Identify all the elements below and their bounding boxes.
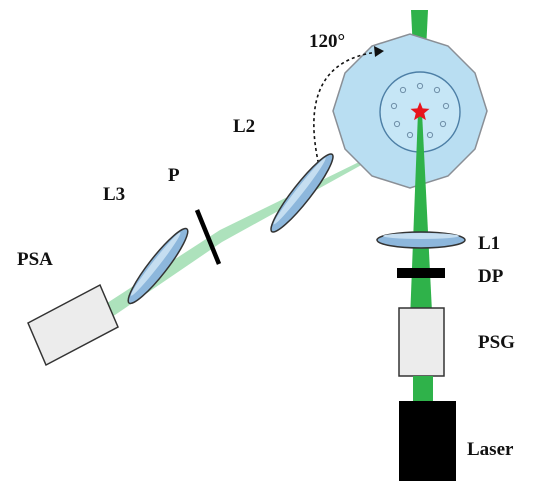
diaphragm-dp [397, 268, 445, 278]
rotation-arrow-icon [313, 51, 379, 171]
polarizer-p [194, 209, 222, 265]
lens-l1-highlight [383, 233, 459, 239]
sample-holder-holes [390, 82, 450, 139]
label-l3: L3 [103, 184, 125, 205]
psa-box [27, 283, 119, 367]
rotation-angle-label: 120° [309, 31, 345, 52]
label-l2: L2 [233, 116, 255, 137]
scattered-beam [104, 112, 420, 317]
label-p: P [168, 165, 180, 186]
label-psa: PSA [17, 249, 53, 270]
lens-l2 [270, 153, 334, 233]
label-psg: PSG [478, 332, 515, 353]
label-laser: Laser [467, 439, 514, 460]
rotation-arrowhead-top [374, 46, 384, 57]
laser-source [399, 401, 456, 481]
label-dp: DP [478, 266, 504, 287]
laser-beam-segment [413, 376, 433, 402]
label-l1: L1 [478, 233, 500, 254]
sample-star-icon [410, 102, 430, 121]
psg-box [398, 307, 445, 377]
lens-l3 [127, 227, 189, 305]
